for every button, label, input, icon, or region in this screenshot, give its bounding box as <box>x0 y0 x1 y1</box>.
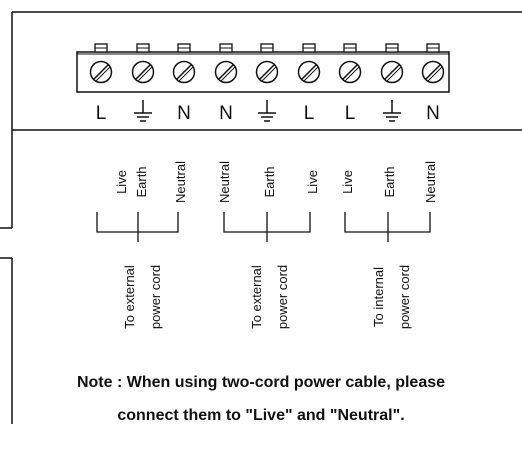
earth-ground-icon <box>134 100 152 122</box>
cord-label-line1: To internal <box>371 267 386 327</box>
group-1-wires: Live Earth Neutral <box>114 161 188 203</box>
wire-label-neutral: Neutral <box>173 161 188 203</box>
terminal-screw <box>421 43 445 84</box>
group-2-cord-label: To external power cord <box>249 265 290 329</box>
terminal-screw <box>89 43 113 84</box>
cord-label-line2: power cord <box>148 265 163 329</box>
group-2-wires: Neutral Earth Live <box>217 161 320 203</box>
bracket-group-3 <box>344 212 431 242</box>
terminal-screw <box>255 43 279 84</box>
terminal-label: N <box>219 103 233 124</box>
wire-label-earth: Earth <box>262 166 277 197</box>
enclosure-outline <box>0 11 522 424</box>
terminal-label-N1: N <box>177 103 191 124</box>
cord-label-line1: To external <box>249 265 264 329</box>
group-1-cord-label: To external power cord <box>122 265 163 329</box>
terminal-label: L <box>345 103 356 124</box>
wire-label-live: Live <box>305 170 320 194</box>
bracket-group-1 <box>96 212 179 242</box>
cord-label-line2: power cord <box>397 265 412 329</box>
terminal-label-L2: L <box>304 103 315 124</box>
terminal-label-N3: N <box>426 103 440 124</box>
group-3-cord-label: To internal power cord <box>371 265 412 329</box>
wire-label-neutral: Neutral <box>217 161 232 203</box>
cord-label-line1: To external <box>122 265 137 329</box>
terminal-label: N <box>426 103 440 124</box>
wire-label-live: Live <box>114 170 129 194</box>
terminal-block <box>76 43 450 93</box>
terminal-screw <box>172 43 196 84</box>
terminal-label-L3: L <box>345 103 356 124</box>
terminal-label-N2: N <box>219 103 233 124</box>
wire-label-live: Live <box>340 170 355 194</box>
earth-ground-icon <box>258 100 276 122</box>
bracket-group-2 <box>223 212 311 242</box>
group-3-wires: Live Earth Neutral <box>340 161 438 203</box>
cord-brackets <box>96 212 431 242</box>
earth-ground-icon <box>383 100 401 122</box>
terminal-label: L <box>96 103 107 124</box>
terminal-label: L <box>304 103 315 124</box>
wire-label-neutral: Neutral <box>423 161 438 203</box>
terminal-screw <box>131 43 155 84</box>
cord-label-line2: power cord <box>275 265 290 329</box>
terminal-label: N <box>177 103 191 124</box>
note-line-2: connect them to "Live" and "Neutral". <box>117 407 405 424</box>
terminal-screw <box>338 43 362 84</box>
wire-label-earth: Earth <box>382 166 397 197</box>
wire-label-earth: Earth <box>134 166 149 197</box>
note-line-1: Note : When using two-cord power cable, … <box>76 374 446 391</box>
terminal-screw <box>380 43 404 84</box>
terminal-screw <box>214 43 238 84</box>
terminal-label-L1: L <box>96 103 107 124</box>
terminal-screw <box>297 43 321 84</box>
